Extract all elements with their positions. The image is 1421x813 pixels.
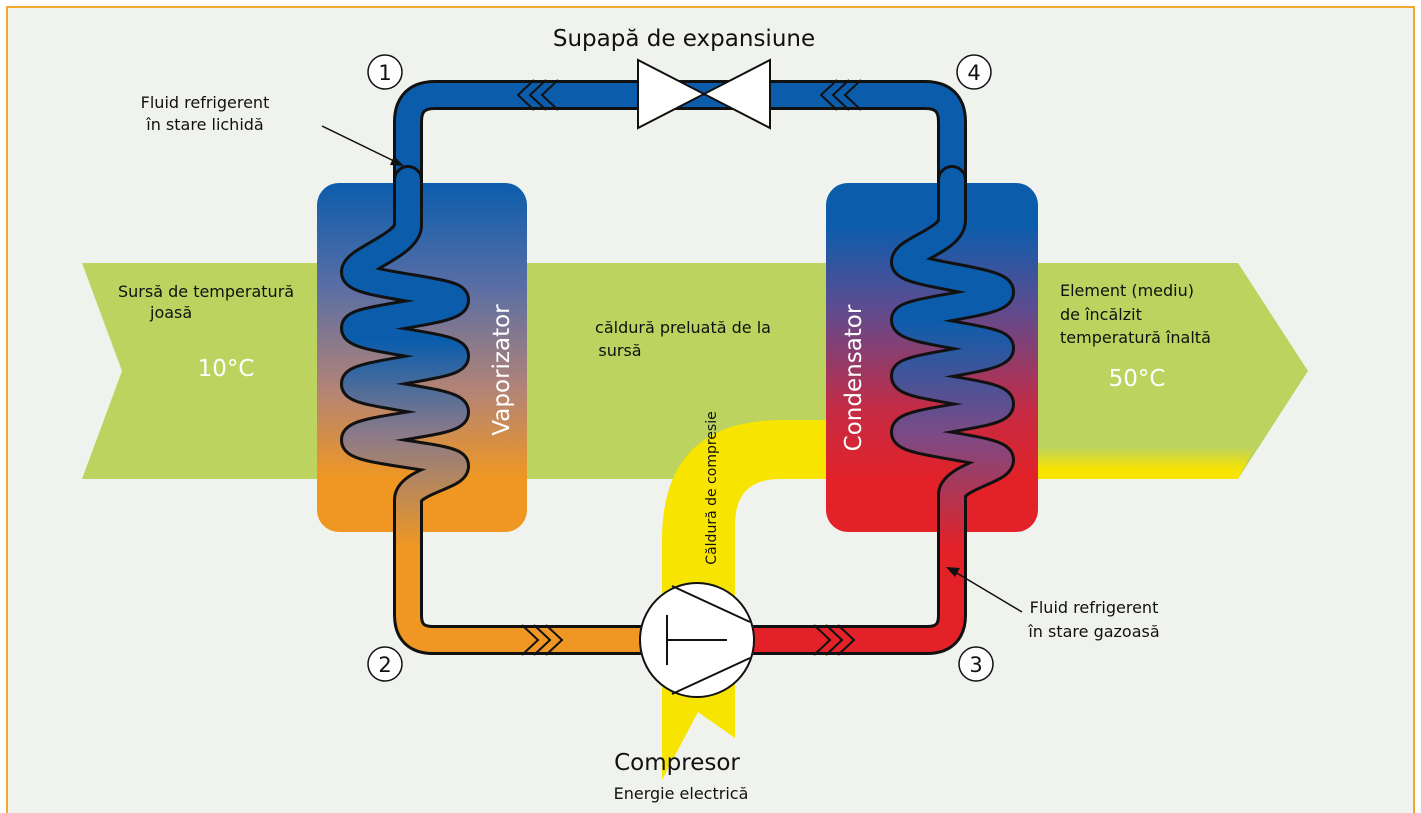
gas-refrigerant-label-line1: Fluid refrigerent [1030,598,1159,617]
heated-element-label-line1: Element (mediu) [1060,281,1194,300]
svg-text:2: 2 [378,653,391,677]
liquid-refrigerant-pointer [321,125,404,166]
low-temp-source-label-line2: joasă [149,303,192,322]
flow-direction-chevrons [516,79,862,656]
point-marker-1: 1 [367,54,403,90]
svg-text:4: 4 [967,61,980,85]
liquid-refrigerant-label-line1: Fluid refrigerent [141,93,270,112]
expansion-valve-icon [637,58,771,130]
svg-text:3: 3 [969,653,982,677]
compressor-icon [639,582,755,698]
liquid-refrigerant-label-line2: în stare lichidă [145,115,263,134]
electric-energy-label: Energie electrică [614,784,749,803]
heat-from-source-label-line1: căldură preluată de la [595,318,771,337]
point-marker-3: 3 [958,646,994,682]
gas-refrigerant-pointer [946,567,1023,613]
condenser-label: Condensator [841,304,867,451]
compression-heat-label: Căldură de compresie [704,411,720,564]
low-temp-source-label-line1: Sursă de temperatură [118,282,294,301]
svg-text:1: 1 [378,61,391,85]
low-temp-value: 10°C [198,356,255,382]
heated-element-label-line2: de încălzit [1060,305,1142,324]
expansion-valve-label: Supapă de expansiune [553,26,815,52]
gas-refrigerant-label-line2: în stare gazoasă [1027,622,1159,641]
compressor-label: Compresor [614,750,740,776]
point-marker-4: 4 [956,54,992,90]
high-temp-value: 50°C [1109,366,1166,392]
heat-from-source-label-line2: sursă [598,341,641,360]
point-marker-2: 2 [367,646,403,682]
evaporator-label: Vaporizator [489,304,515,436]
heated-element-label-line3: temperatură înaltă [1060,328,1211,347]
